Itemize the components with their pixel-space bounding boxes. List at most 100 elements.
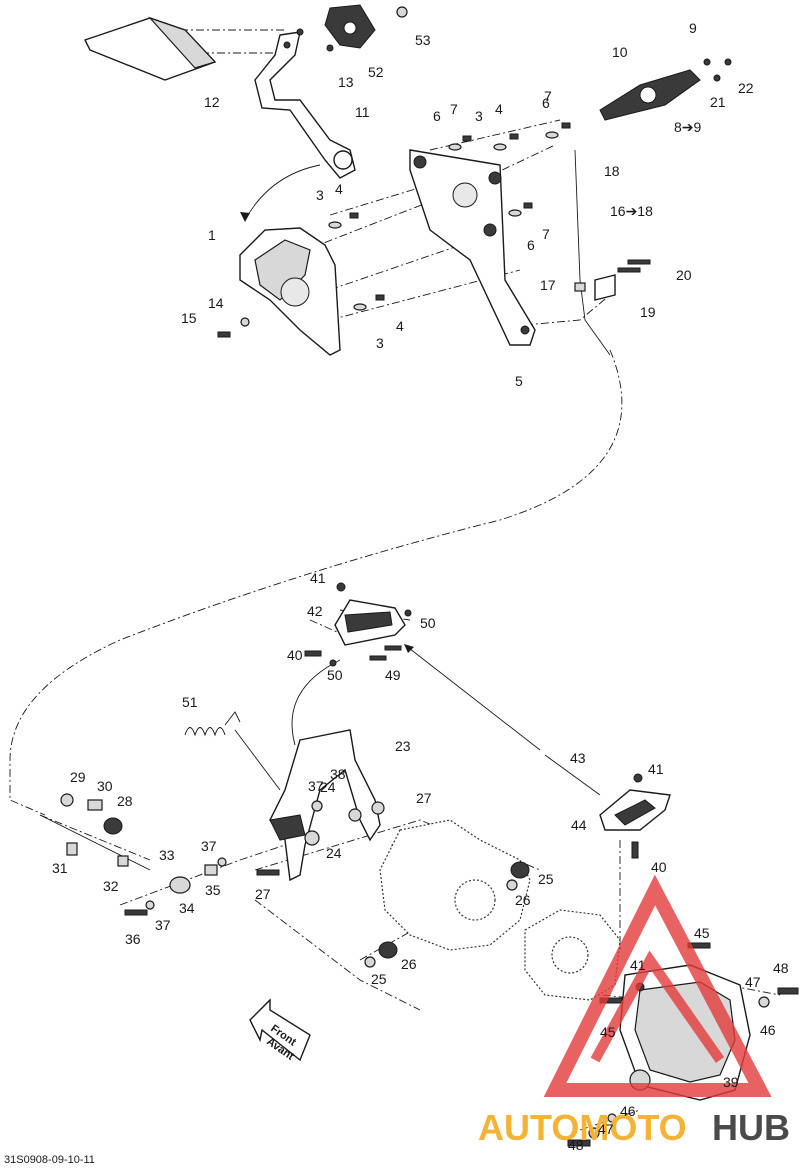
callout-label: 14 — [208, 295, 224, 311]
part-52-bracket — [324, 4, 376, 49]
callout-label: 28 — [117, 793, 133, 809]
callout-label: 52 — [368, 64, 384, 80]
callout-label: 36 — [125, 931, 141, 947]
callout-label: 6 — [542, 95, 550, 111]
callout-label: 32 — [103, 878, 119, 894]
callout-label: 5 — [515, 373, 523, 389]
arrowhead — [404, 644, 414, 653]
callout-label: 46 — [760, 1022, 776, 1038]
callout-label: 45 — [600, 1024, 616, 1040]
callout-label: 27 — [416, 790, 432, 806]
callout-label: 22 — [738, 80, 754, 96]
part-44-bracket — [599, 773, 671, 831]
callout-label: 29 — [70, 769, 86, 785]
callout-label: 40 — [651, 859, 667, 875]
watermark-automoto: AUTOMOTO — [478, 1107, 687, 1148]
callout-label: 39 — [723, 1074, 739, 1090]
callout-label: 20 — [676, 267, 692, 283]
part-23-brake-pedal-assy — [269, 729, 385, 882]
callout-label: 24 — [320, 779, 336, 795]
callout-label: 16➔18 — [610, 203, 653, 219]
callout-label: 6 — [527, 237, 535, 253]
watermark-logo: AUTOMOTO HUB — [478, 874, 790, 1148]
callout-label: 41 — [630, 957, 646, 973]
arrow-42-to-23 — [291, 659, 341, 746]
part-18-rod — [574, 149, 611, 356]
callout-label: 42 — [307, 603, 323, 619]
callout-label: 41 — [648, 761, 664, 777]
callout-label: 37 — [308, 778, 324, 794]
callout-label: 4 — [495, 101, 503, 117]
callout-label: 17 — [540, 277, 556, 293]
callout-label: 15 — [181, 310, 197, 326]
callout-label: 9 — [689, 20, 697, 36]
callout-label: 44 — [571, 817, 587, 833]
callout-label: 40 — [287, 647, 303, 663]
callout-label: 27 — [255, 886, 271, 902]
callout-label: 48 — [568, 1137, 584, 1153]
part-5-mounting-plate — [409, 149, 536, 346]
part-42-bracket — [334, 582, 406, 646]
callout-label: 23 — [395, 738, 411, 754]
callout-label: 3 — [316, 187, 324, 203]
callout-label: 3 — [376, 335, 384, 351]
arrowhead — [240, 212, 250, 222]
callout-label: 31 — [52, 860, 68, 876]
callout-label: 18 — [604, 163, 620, 179]
callout-label: 50 — [327, 667, 343, 683]
rod-33-shaft — [39, 814, 151, 871]
drawing-code: 31S0908-09-10-11 — [4, 1154, 95, 1166]
callout-label: 3 — [475, 108, 483, 124]
small-hardware-top — [217, 44, 732, 338]
part-43-link-rod — [544, 754, 601, 796]
part-51-spring — [184, 711, 241, 737]
engine-housing-dotted — [524, 909, 621, 1001]
part-12-heel-pad — [84, 16, 217, 81]
callout-label: 49 — [385, 667, 401, 683]
callout-label: 30 — [97, 778, 113, 794]
callout-label: 26 — [515, 892, 531, 908]
callout-label: 50 — [420, 615, 436, 631]
callout-label: 53 — [415, 32, 431, 48]
callout-label: 41 — [310, 570, 326, 586]
callout-label: 12 — [204, 94, 220, 110]
gearbox-dotted — [364, 819, 531, 968]
callout-label: 24 — [326, 845, 342, 861]
callout-label: 48 — [773, 960, 789, 976]
callout-label: 8➔9 — [674, 119, 702, 135]
callout-label: 11 — [355, 104, 370, 120]
callout-label: 21 — [710, 94, 726, 110]
callout-label: 6 — [433, 108, 441, 124]
callout-label: 33 — [159, 847, 175, 863]
assembly-guide-lines — [9, 29, 781, 1131]
callout-label: 25 — [538, 871, 554, 887]
part-1-cover — [239, 227, 341, 356]
callout-label: 10 — [612, 44, 628, 60]
callout-label: 19 — [640, 304, 656, 320]
callout-label: 35 — [205, 882, 221, 898]
callout-label: 13 — [338, 74, 354, 90]
callout-label: 46 — [620, 1103, 636, 1119]
callout-label: 26 — [401, 956, 417, 972]
arrow-51 — [234, 729, 281, 791]
callout-label: 43 — [570, 750, 586, 766]
curved-arrow-11-to-1 — [244, 164, 321, 221]
arrow-43-to-49 — [404, 644, 541, 751]
callout-label: 7 — [450, 101, 458, 117]
part-19-plate — [594, 274, 616, 301]
callout-label: 34 — [179, 900, 195, 916]
callout-label: 7 — [544, 88, 552, 104]
callout-label: 38 — [330, 766, 346, 782]
callout-label: 37 — [155, 917, 171, 933]
watermark-hub: HUB — [712, 1107, 790, 1148]
part-11-lever-arm — [254, 28, 356, 179]
callout-label: 37 — [201, 838, 217, 854]
part-10-pedal-lever — [599, 69, 701, 121]
callout-label: 1 — [208, 227, 216, 243]
callout-label: 7 — [542, 226, 550, 242]
callout-label: 4 — [335, 181, 343, 197]
callout-label: 25 — [371, 971, 387, 987]
part-53-nut — [396, 6, 408, 18]
